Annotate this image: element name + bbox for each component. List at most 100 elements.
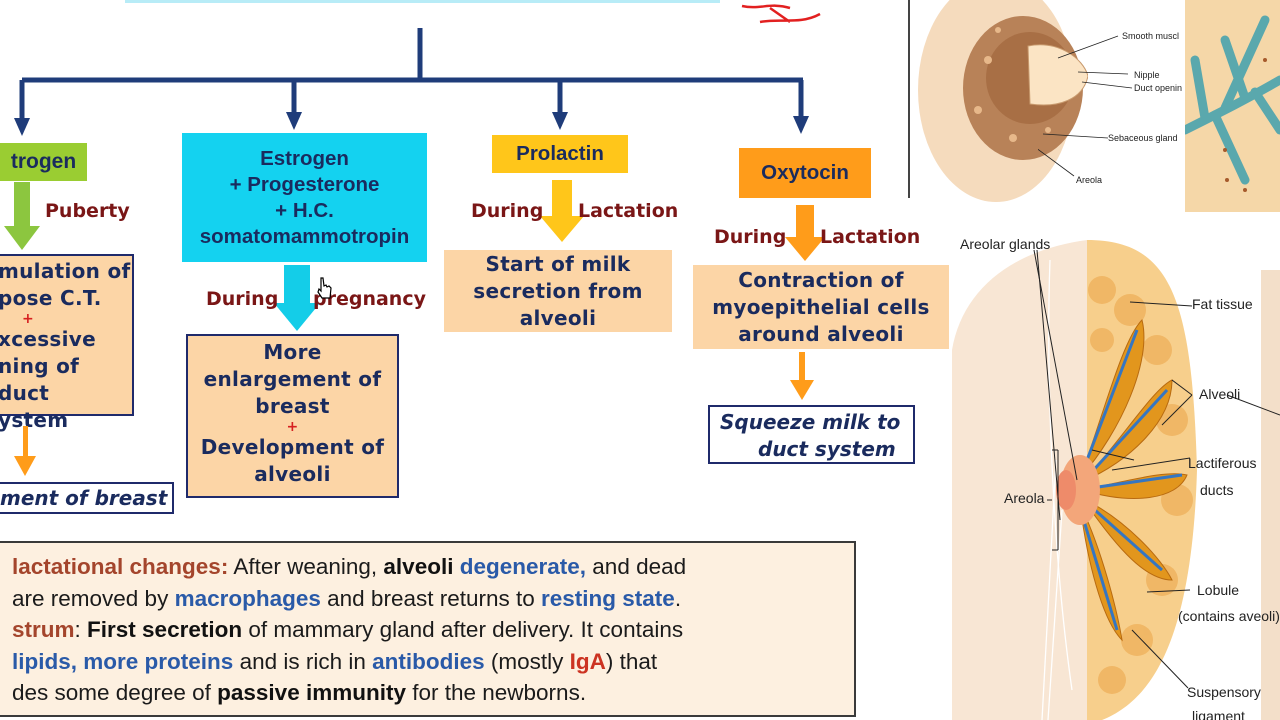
figure-label: Sebaceous gland: [1108, 133, 1178, 143]
breast-cross-section: Areolar glands Fat tissue Alveoli Lactif…: [952, 220, 1280, 720]
header-line: Estrogen: [260, 146, 349, 170]
estrogen-arrow: [4, 182, 40, 250]
text: After weaning,: [228, 554, 384, 579]
effect-line: ystem: [0, 408, 69, 432]
puberty-label: Puberty: [45, 200, 130, 222]
lactation-label: Lactation: [820, 226, 921, 248]
effect-line: Development of: [200, 435, 385, 459]
term-passive-immunity: passive immunity: [217, 680, 406, 705]
plus-sign: +: [286, 419, 299, 435]
vertical-divider: [908, 0, 910, 198]
prolactin-header: Prolactin: [492, 135, 628, 173]
nipple-drawing: [918, 0, 1088, 202]
oxytocin-effect-box: Contraction of myoepithelial cells aroun…: [693, 265, 949, 349]
note-line: are removed by macrophages and breast re…: [12, 583, 836, 615]
text: .: [674, 585, 682, 611]
text: and is rich in: [233, 648, 373, 674]
notes-box: lactational changes: After weaning, alve…: [0, 541, 856, 717]
text: and breast returns to: [320, 585, 542, 611]
header-line: + H.C.: [275, 198, 334, 222]
text: for the newborns.: [405, 680, 587, 705]
estrogen-effect-box: mulation of pose C.T. + xcessive ning of…: [0, 254, 134, 432]
figure-label: Duct openin: [1134, 83, 1183, 93]
effect-line: Contraction of: [738, 268, 904, 292]
effect-line: More: [263, 340, 322, 364]
figure-label: Areola: [1004, 490, 1045, 506]
figure-label: Suspensory: [1187, 684, 1261, 700]
note-line: lipids, more proteins and is rich in ant…: [12, 646, 836, 678]
effect-line: secretion from: [473, 279, 643, 303]
figure-label: Fat tissue: [1192, 296, 1253, 312]
note-line: des some degree of passive immunity for …: [12, 677, 836, 709]
effect-line: breast: [255, 394, 330, 418]
text: ) that: [605, 648, 658, 674]
estrogen-label: trogen: [10, 150, 77, 173]
label-leaders: [1038, 35, 1133, 177]
text: (mostly: [484, 648, 570, 674]
term-antibodies: antibodies: [372, 648, 485, 674]
header-line: somatomammotropin: [199, 224, 410, 248]
result-line: Squeeze milk to: [720, 410, 901, 434]
effect-line: mulation of: [0, 259, 131, 283]
nipple-illustration: Smooth muscl Nipple Duct openin Sebaceou…: [908, 0, 1280, 214]
estrogen-progesterone-header: Estrogen + Progesterone + H.C. somatomam…: [182, 133, 427, 262]
effect-line: around alveoli: [738, 322, 904, 346]
figure-label: Nipple: [1134, 70, 1160, 80]
estrogen-header: trogen: [0, 143, 87, 181]
effect-line: ning of duct: [0, 354, 80, 405]
text: of mammary gland after delivery. It cont…: [242, 617, 684, 642]
pregnancy-arrow: [274, 265, 320, 331]
result-line: duct system: [758, 437, 896, 461]
hierarchy-connectors: [14, 0, 821, 136]
term-iga: IgA: [569, 648, 606, 674]
effect-line: myoepithelial cells: [712, 295, 930, 319]
term-macrophages: macrophages: [174, 585, 321, 611]
effect-line: pose C.T.: [0, 286, 102, 310]
note-line: lactational changes: After weaning, alve…: [12, 551, 836, 583]
oxytocin-label: Oxytocin: [761, 161, 849, 184]
term-alveoli: alveoli: [383, 554, 454, 579]
text: and dead: [586, 554, 687, 579]
term-first-secretion: First secretion: [87, 617, 243, 642]
oxytocin-result-arrow: [790, 352, 814, 400]
plus-sign: +: [22, 311, 35, 327]
effect-line: Start of milk: [485, 252, 631, 276]
effect-line: enlargement of: [203, 367, 382, 391]
prolactin-arrow: [540, 180, 584, 242]
text: :: [74, 617, 88, 642]
figure-label: ducts: [1200, 482, 1234, 498]
lactation-label: Lactation: [578, 200, 679, 222]
term-postlactational: lactational changes:: [12, 554, 229, 579]
figure-label: Lactiferous: [1188, 455, 1257, 471]
estrogen-result-arrow: [14, 426, 36, 476]
during-label: During: [471, 200, 544, 222]
cross-section-drawing: [952, 240, 1280, 720]
figure-label: (contains aveoli): [1178, 608, 1280, 624]
pregnancy-label: pregnancy: [313, 288, 426, 310]
term-colostrum: strum: [12, 617, 75, 642]
prolactin-effect-box: Start of milk secretion from alveoli: [444, 250, 672, 332]
prolactin-label: Prolactin: [516, 142, 604, 165]
effect-line: xcessive: [0, 327, 96, 351]
text: des some degree of: [12, 680, 218, 705]
mouse-cursor-icon: [317, 277, 332, 299]
figure-label: ligament: [1192, 708, 1245, 720]
text: are removed by: [12, 585, 175, 611]
oxytocin-header: Oxytocin: [739, 148, 871, 198]
term-degenerate: degenerate,: [459, 554, 587, 579]
during-label: During: [206, 288, 279, 310]
effect-line: alveoli: [519, 306, 597, 330]
pregnancy-effect-box: More enlargement of breast + Development…: [186, 334, 399, 498]
note-line: strum: First secretion of mammary gland …: [12, 614, 836, 646]
effect-line: alveoli: [254, 462, 331, 486]
figure-label: Alveoli: [1199, 386, 1241, 402]
figure-label: Areolar glands: [960, 236, 1051, 252]
figure-label: Areola: [1076, 175, 1103, 185]
header-line: + Progesterone: [229, 172, 380, 196]
term-lipids: lipids,: [12, 648, 78, 674]
oxytocin-result-box: Squeeze milk to duct system: [708, 405, 915, 464]
estrogen-result-box: ment of breast: [0, 482, 174, 514]
duct-drawing: [1185, 0, 1280, 212]
term-more-proteins: more proteins: [83, 648, 234, 674]
figure-label: Smooth muscl: [1122, 31, 1180, 41]
